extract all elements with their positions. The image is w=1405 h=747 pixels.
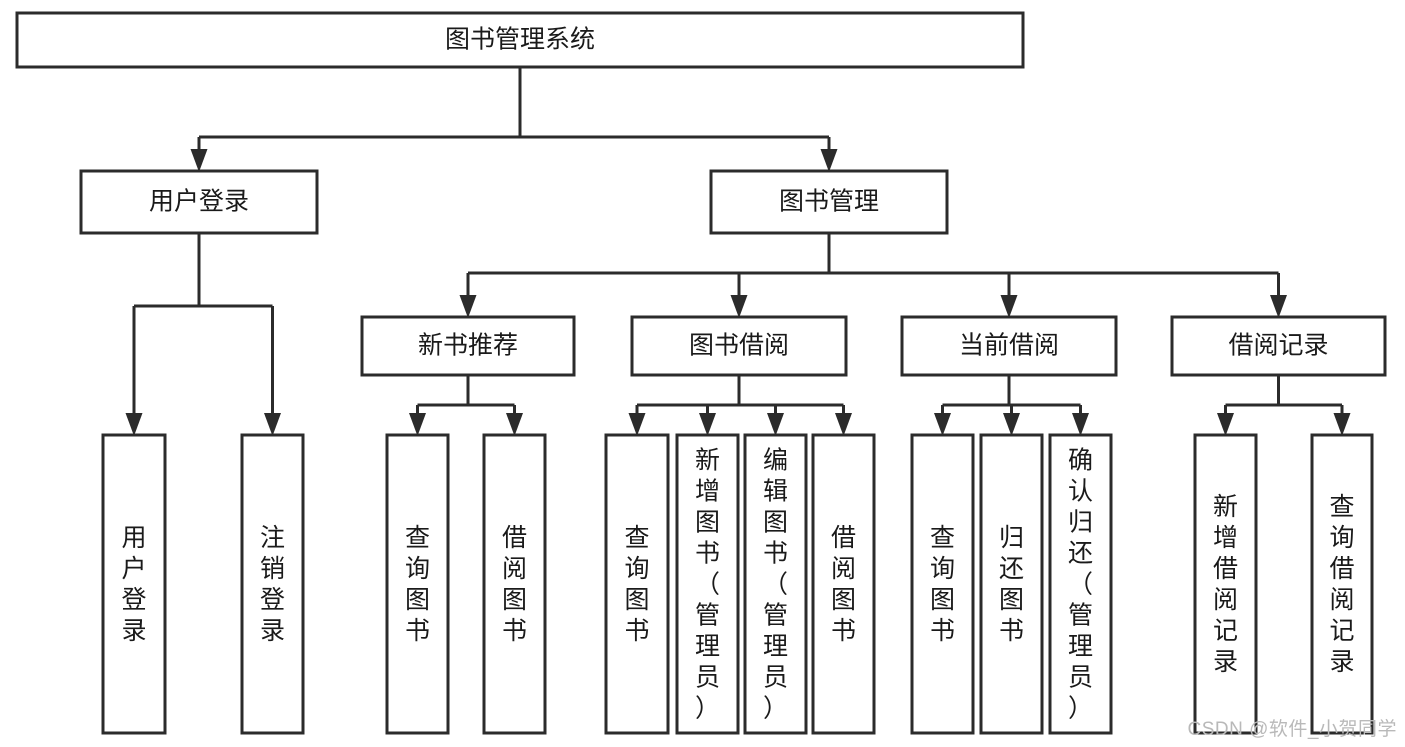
node-box-root[interactable] [15, 11, 1025, 69]
node-label-leaf-bb-edit: 编辑图书（管理员） [763, 447, 788, 723]
node-leaf-rec-query[interactable]: 查询图书 [385, 433, 450, 735]
node-label-leaf-bb-borrow: 借阅图书 [831, 524, 856, 645]
node-label-leaf-rec-borrow: 借阅图书 [502, 524, 527, 645]
node-new-book-rec[interactable]: 新书推荐 [360, 315, 576, 377]
arrow-head-icon [125, 413, 143, 436]
node-box-leaf-cb-query[interactable] [910, 433, 975, 735]
arrow-head-icon [628, 413, 646, 436]
connector-group-book-borrow [628, 375, 852, 436]
arrow-head-icon [1000, 295, 1018, 318]
node-label-user-login: 用户登录 [149, 188, 249, 216]
node-label-leaf-cb-return: 归还图书 [999, 524, 1024, 645]
node-label-book-borrow: 图书借阅 [689, 332, 789, 360]
node-label-leaf-cb-query: 查询图书 [930, 524, 955, 645]
arrow-head-icon [934, 413, 951, 436]
connector-group-borrow-record [1217, 375, 1351, 436]
node-box-leaf-bb-edit[interactable] [743, 433, 808, 735]
arrow-head-icon [1003, 413, 1020, 436]
node-label-leaf-bb-add: 新增图书（管理员） [695, 447, 720, 723]
arrow-head-icon [767, 413, 784, 436]
node-box-new-book-rec[interactable] [360, 315, 576, 377]
node-box-current-borrow[interactable] [900, 315, 1118, 377]
connectors-layer [125, 67, 1351, 436]
node-leaf-bb-add[interactable]: 新增图书（管理员） [675, 433, 740, 735]
node-box-leaf-rec-query[interactable] [385, 433, 450, 735]
node-book-manage[interactable]: 图书管理 [709, 169, 949, 235]
node-box-leaf-rec-borrow[interactable] [482, 433, 547, 735]
arrow-head-icon [459, 295, 477, 318]
connector-group-current-borrow [934, 375, 1089, 436]
node-user-login[interactable]: 用户登录 [79, 169, 319, 235]
node-box-leaf-br-query[interactable] [1310, 433, 1374, 735]
connector-group-new-book-rec [409, 375, 523, 436]
node-box-leaf-bb-borrow[interactable] [811, 433, 876, 735]
nodes-layer: 图书管理系统用户登录图书管理新书推荐图书借阅当前借阅借阅记录用户登录注销登录查询… [15, 11, 1387, 735]
node-label-borrow-record: 借阅记录 [1228, 332, 1328, 360]
node-label-leaf-cb-confirm: 确认归还（管理员） [1068, 447, 1093, 723]
node-label-new-book-rec: 新书推荐 [418, 332, 518, 360]
node-box-leaf-bb-query[interactable] [604, 433, 670, 735]
arrow-head-icon [1270, 295, 1287, 318]
node-root[interactable]: 图书管理系统 [15, 11, 1025, 69]
connector-group-user-login [125, 233, 281, 436]
node-label-leaf-user-login: 用户登录 [121, 524, 146, 645]
arrow-head-icon [264, 413, 281, 436]
node-book-borrow[interactable]: 图书借阅 [630, 315, 848, 377]
node-leaf-cb-return[interactable]: 归还图书 [979, 433, 1044, 735]
node-leaf-bb-edit[interactable]: 编辑图书（管理员） [743, 433, 808, 735]
node-box-leaf-cb-return[interactable] [979, 433, 1044, 735]
arrow-head-icon [409, 413, 426, 436]
node-box-leaf-user-login[interactable] [101, 433, 167, 735]
arrow-head-icon [820, 149, 838, 172]
node-label-leaf-rec-query: 查询图书 [405, 524, 430, 645]
node-leaf-rec-borrow[interactable]: 借阅图书 [482, 433, 547, 735]
node-box-leaf-bb-add[interactable] [675, 433, 740, 735]
node-leaf-br-query[interactable]: 查询借阅记录 [1310, 433, 1374, 735]
node-label-leaf-logout: 注销登录 [260, 524, 285, 645]
node-label-book-manage: 图书管理 [779, 188, 879, 216]
node-leaf-logout[interactable]: 注销登录 [240, 433, 305, 735]
node-box-book-manage[interactable] [709, 169, 949, 235]
node-leaf-cb-confirm[interactable]: 确认归还（管理员） [1048, 433, 1113, 735]
arrow-head-icon [1072, 413, 1089, 436]
node-box-leaf-cb-confirm[interactable] [1048, 433, 1113, 735]
node-leaf-br-add[interactable]: 新增借阅记录 [1193, 433, 1258, 735]
node-current-borrow[interactable]: 当前借阅 [900, 315, 1118, 377]
arrow-head-icon [699, 413, 716, 436]
node-label-leaf-bb-query: 查询图书 [624, 524, 649, 645]
arrow-head-icon [835, 413, 852, 436]
node-leaf-bb-query[interactable]: 查询图书 [604, 433, 670, 735]
node-label-current-borrow: 当前借阅 [959, 332, 1059, 360]
connector-group-root [190, 67, 838, 172]
arrow-head-icon [190, 149, 208, 172]
connector-group-book-manage [459, 233, 1287, 318]
node-label-root: 图书管理系统 [445, 26, 595, 54]
arrow-head-icon [1217, 413, 1234, 436]
node-label-leaf-br-add: 新增借阅记录 [1213, 493, 1238, 676]
node-box-book-borrow[interactable] [630, 315, 848, 377]
node-box-user-login[interactable] [79, 169, 319, 235]
node-leaf-bb-borrow[interactable]: 借阅图书 [811, 433, 876, 735]
arrow-head-icon [730, 295, 748, 318]
node-label-leaf-br-query: 查询借阅记录 [1329, 493, 1354, 676]
arrow-head-icon [506, 413, 523, 436]
node-borrow-record[interactable]: 借阅记录 [1170, 315, 1387, 377]
node-box-leaf-logout[interactable] [240, 433, 305, 735]
node-box-leaf-br-add[interactable] [1193, 433, 1258, 735]
arrow-head-icon [1333, 413, 1351, 436]
node-box-borrow-record[interactable] [1170, 315, 1387, 377]
node-leaf-cb-query[interactable]: 查询图书 [910, 433, 975, 735]
node-leaf-user-login[interactable]: 用户登录 [101, 433, 167, 735]
